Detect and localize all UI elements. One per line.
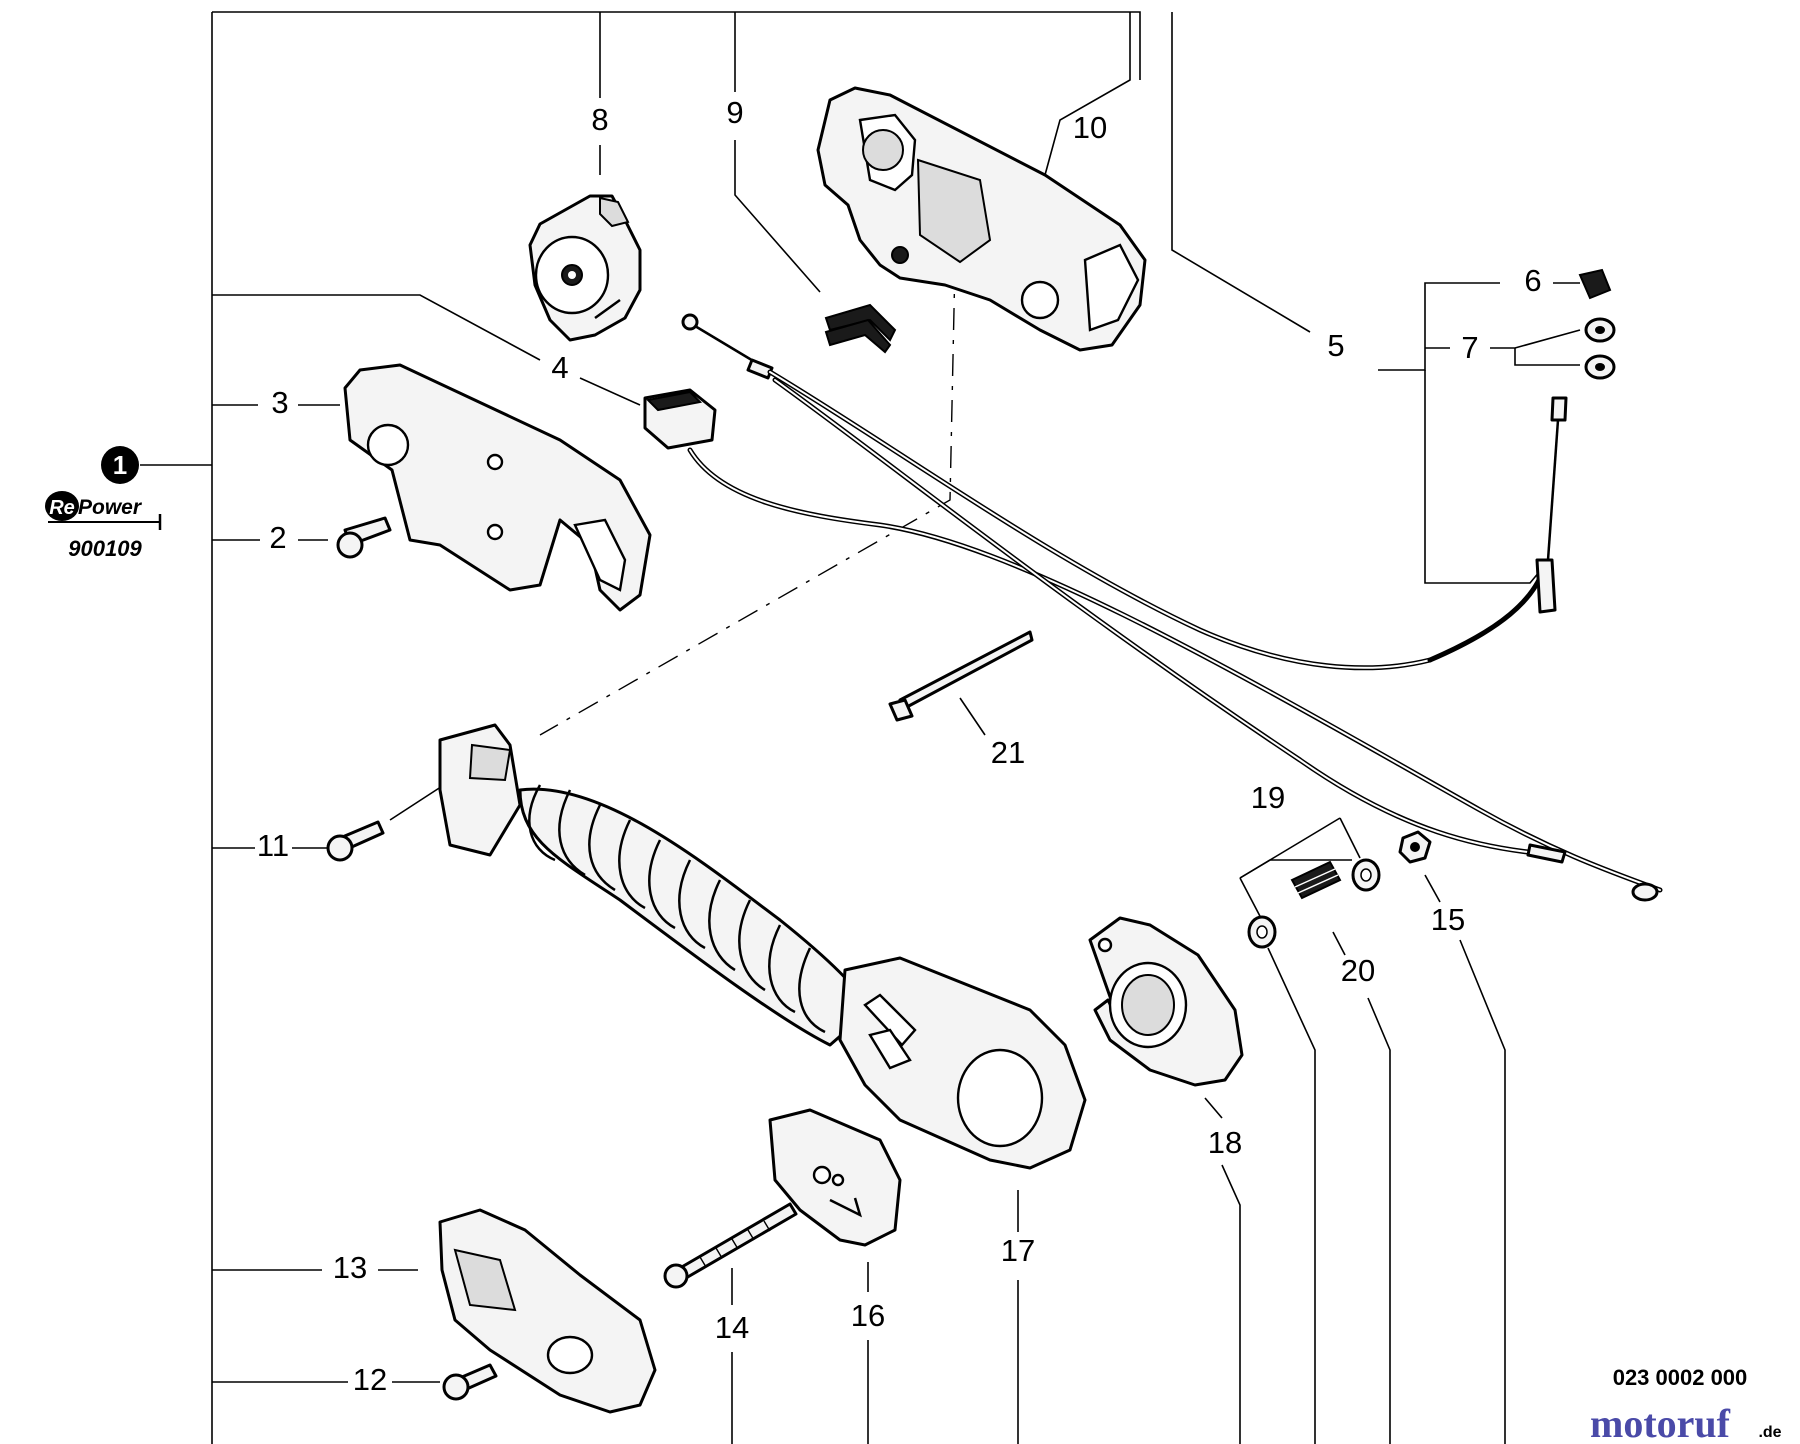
part-14-long-screw bbox=[663, 1202, 798, 1289]
part-20-spring bbox=[1290, 860, 1342, 900]
callout-labels: 8 9 10 4 3 2 5 6 7 21 11 19 15 20 18 17 … bbox=[257, 95, 1542, 1397]
callout-5: 5 bbox=[1327, 328, 1344, 363]
part-7-nuts bbox=[1584, 317, 1616, 380]
svg-text:.de: .de bbox=[1758, 1424, 1781, 1441]
callout-13: 13 bbox=[333, 1250, 367, 1285]
part-15-nut bbox=[1398, 830, 1432, 864]
part-9-clip bbox=[824, 303, 897, 354]
part-18-end-cover bbox=[1088, 916, 1244, 1087]
part-6-adjuster bbox=[1578, 268, 1612, 300]
svg-text:motoruf: motoruf bbox=[1590, 1401, 1731, 1444]
part-2-screw bbox=[336, 516, 392, 559]
watermark-logo: motoruf .de bbox=[1590, 1401, 1782, 1444]
part-3-side-cover bbox=[343, 363, 652, 612]
throttle-cable bbox=[681, 313, 1568, 864]
leader-lines bbox=[140, 11, 1581, 1444]
part-11-screw bbox=[326, 820, 385, 862]
part-21-cable-tie bbox=[888, 630, 1034, 722]
assembly-axis bbox=[539, 261, 956, 736]
svg-text:Power: Power bbox=[78, 496, 143, 519]
part-1-badge: 1 Re Power 900109 bbox=[45, 446, 162, 561]
callout-4: 4 bbox=[551, 350, 568, 385]
part-4-switch bbox=[643, 388, 1663, 902]
callout-21: 21 bbox=[991, 735, 1025, 770]
callout-17: 17 bbox=[1001, 1233, 1035, 1268]
part-8-pulley-cover bbox=[528, 194, 642, 342]
part-13-end-cap bbox=[438, 1208, 657, 1414]
part-12-screw bbox=[442, 1363, 498, 1401]
repower-code: 900109 bbox=[68, 536, 142, 561]
part-19-washer-a bbox=[1247, 915, 1277, 949]
callout-14: 14 bbox=[715, 1310, 749, 1345]
callout-1: 1 bbox=[113, 450, 127, 480]
svg-text:Re: Re bbox=[49, 497, 75, 519]
part-19-washer-b bbox=[1351, 858, 1381, 892]
callout-18: 18 bbox=[1208, 1125, 1242, 1160]
part-17-grip bbox=[438, 723, 1087, 1170]
part-10-handle-housing bbox=[816, 86, 1147, 352]
callout-12: 12 bbox=[353, 1362, 387, 1397]
callout-16: 16 bbox=[851, 1298, 885, 1333]
grip-ribs bbox=[528, 784, 826, 1034]
callout-7: 7 bbox=[1461, 330, 1478, 365]
diagram-number: 023 0002 000 bbox=[1613, 1365, 1748, 1390]
callout-9: 9 bbox=[726, 95, 743, 130]
repower-logo: Re Power bbox=[45, 491, 162, 530]
callout-15: 15 bbox=[1431, 902, 1465, 937]
callout-20: 20 bbox=[1341, 953, 1375, 988]
callout-8: 8 bbox=[591, 102, 608, 137]
callout-10: 10 bbox=[1073, 110, 1107, 145]
callout-2: 2 bbox=[269, 520, 286, 555]
callout-19: 19 bbox=[1251, 780, 1285, 815]
callout-11: 11 bbox=[257, 828, 289, 863]
part-16-trigger bbox=[768, 1108, 902, 1247]
callout-3: 3 bbox=[271, 385, 288, 420]
callout-6: 6 bbox=[1524, 263, 1541, 298]
